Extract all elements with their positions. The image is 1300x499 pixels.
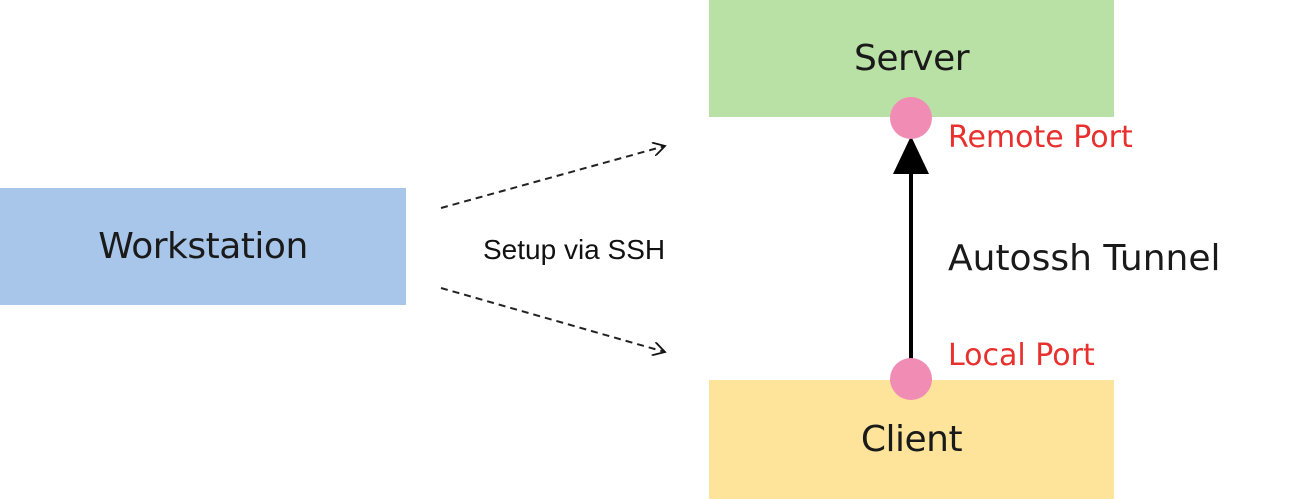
client-label: Client bbox=[860, 419, 963, 460]
tunnel-arrowhead bbox=[893, 136, 929, 174]
workstation-label: Workstation bbox=[98, 226, 308, 267]
client-node: Client bbox=[709, 380, 1114, 499]
remote-port-dot bbox=[890, 97, 932, 139]
tunnel-label: Autossh Tunnel bbox=[948, 238, 1221, 279]
local-port-dot bbox=[890, 358, 932, 400]
remote-port-label: Remote Port bbox=[948, 120, 1133, 155]
ssh-arrow-to-server bbox=[440, 146, 665, 209]
workstation-node: Workstation bbox=[0, 188, 406, 305]
ssh-setup-label: Setup via SSH bbox=[483, 234, 666, 265]
server-label: Server bbox=[853, 38, 970, 79]
local-port-label: Local Port bbox=[948, 338, 1095, 373]
ssh-arrow-to-client bbox=[440, 287, 665, 352]
